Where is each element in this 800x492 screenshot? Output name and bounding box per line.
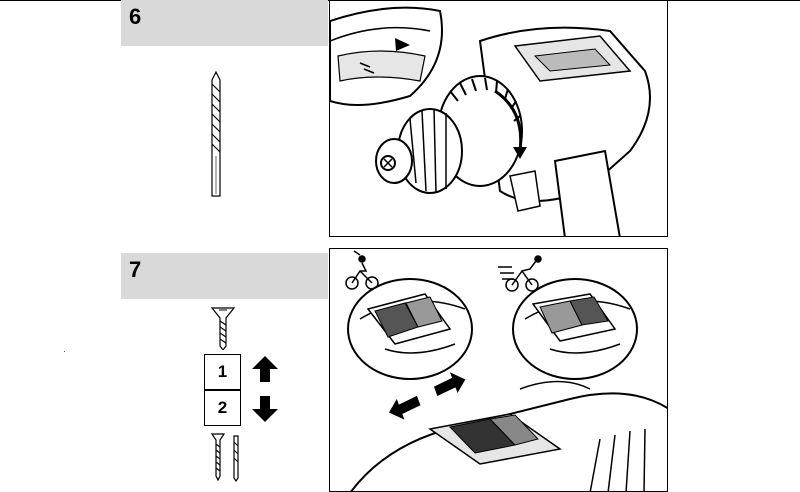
step-7-header: 7 bbox=[121, 253, 328, 299]
screws-and-bit-icon bbox=[210, 433, 239, 482]
gear-2-box: 2 bbox=[204, 390, 241, 426]
wood-screw-icon bbox=[210, 307, 236, 350]
step-7-illustration-panel bbox=[329, 248, 668, 492]
step-6-header: 6 bbox=[121, 0, 328, 46]
drill-torque-ring-illustration bbox=[330, 6, 651, 236]
gear-selector-illustration bbox=[345, 250, 667, 491]
low-speed-cyclist-icon bbox=[345, 250, 379, 290]
high-speed-cyclist-icon bbox=[498, 255, 542, 292]
arrow-up-icon bbox=[252, 356, 278, 382]
step-7-number: 7 bbox=[129, 257, 142, 282]
arrow-down-icon bbox=[252, 396, 278, 422]
step-6-number: 6 bbox=[129, 4, 142, 29]
drill-bit-icon bbox=[211, 70, 221, 197]
step-6-illustration-panel bbox=[329, 0, 668, 237]
stray-mark bbox=[64, 351, 65, 352]
gear-1-box: 1 bbox=[204, 354, 241, 390]
